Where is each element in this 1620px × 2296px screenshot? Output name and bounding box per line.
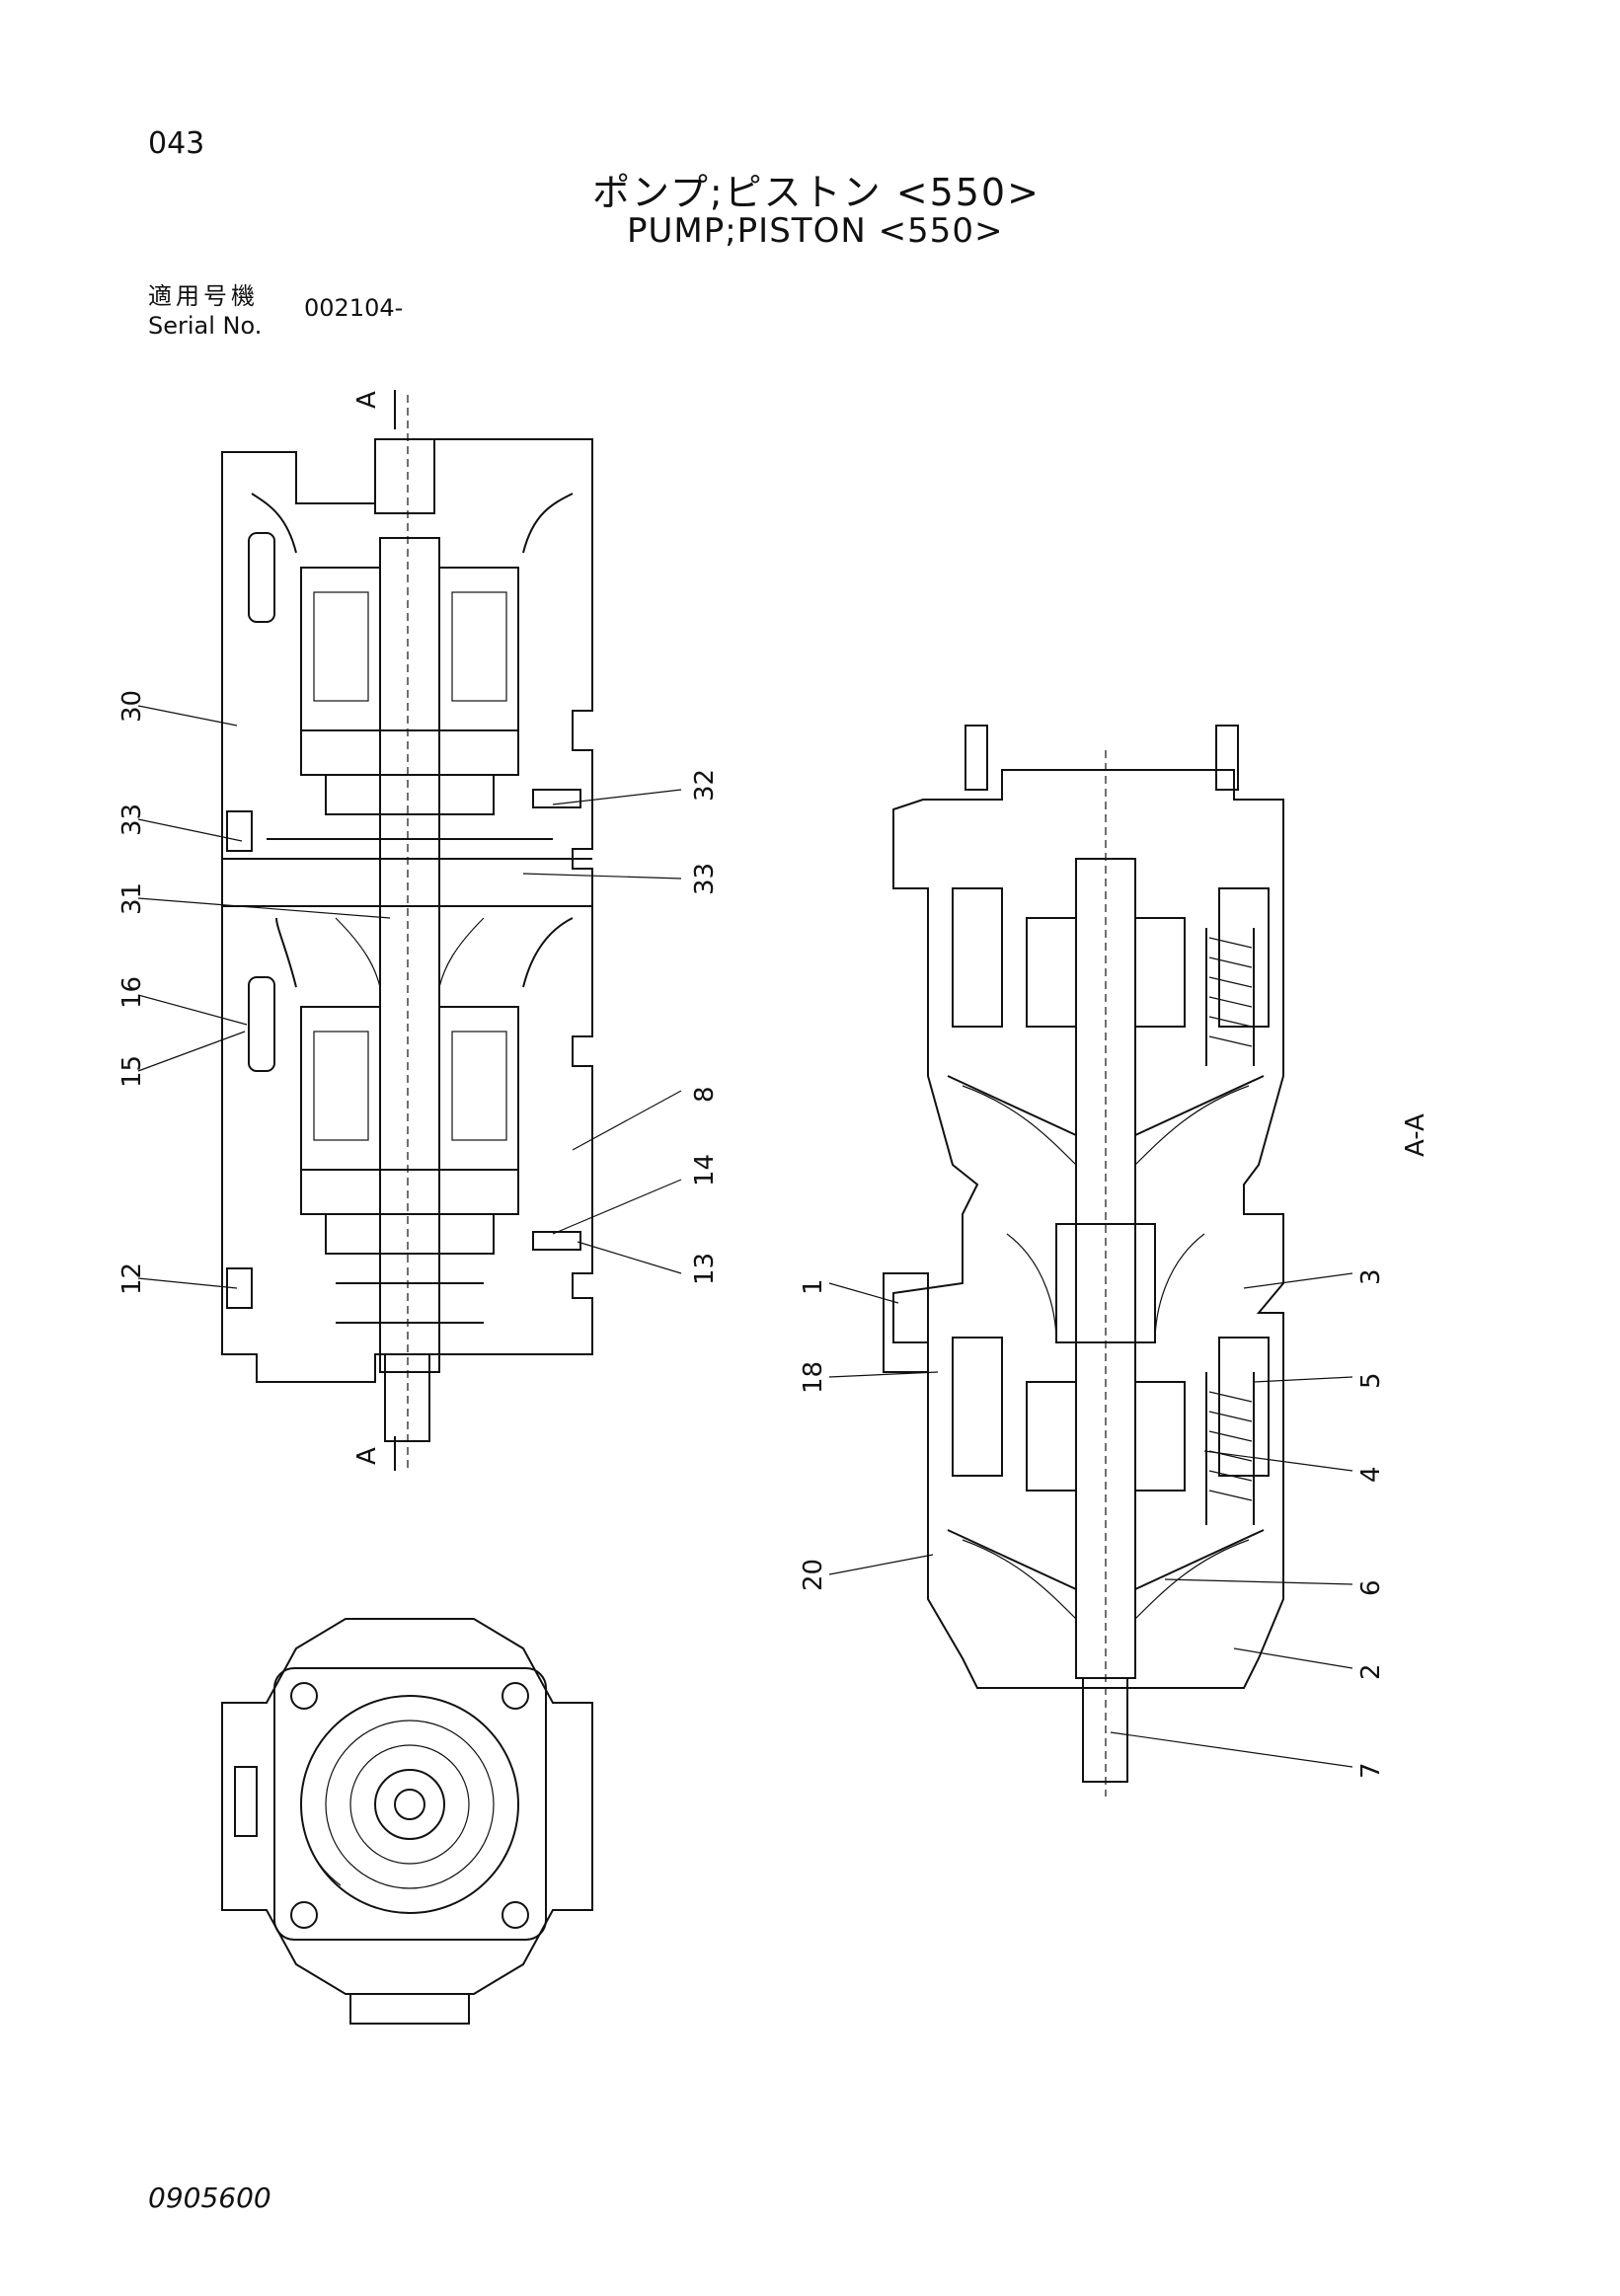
callout-15: 15 [117,1055,147,1088]
serial-number-value: 002104- [304,294,404,322]
footer-code: 0905600 [148,2181,271,2214]
callout-6: 6 [1356,1579,1386,1596]
callout-32: 32 [690,769,720,802]
callout-33-left: 33 [117,804,147,836]
callout-31: 31 [117,882,147,915]
callout-7: 7 [1356,1762,1386,1779]
callout-14: 14 [690,1154,720,1186]
callout-8: 8 [690,1086,720,1103]
callout-4: 4 [1356,1466,1386,1483]
right-leader-lines [828,1272,1353,1768]
callout-13: 13 [690,1253,720,1285]
callout-2: 2 [1356,1663,1386,1680]
callout-1: 1 [799,1278,828,1295]
section-view-label: A-A [1401,1113,1430,1157]
callout-18: 18 [799,1361,828,1394]
callout-30: 30 [117,690,147,723]
page-number: 043 [148,126,205,161]
end-view [221,1618,593,2025]
serial-label-english: Serial No. [148,312,263,340]
callout-12: 12 [117,1263,147,1295]
left-section-view [221,390,593,1471]
callout-16: 16 [117,976,147,1009]
serial-label-japanese: 適用号機 [148,282,259,310]
section-mark-bottom: A [352,1447,382,1465]
title-japanese: ポンプ;ピストン <550> [592,171,1041,214]
title-english: PUMP;PISTON <550> [627,211,1004,251]
callout-20: 20 [799,1559,828,1591]
callout-33-right: 33 [690,863,720,895]
section-a-a-view [883,725,1284,1797]
left-leader-lines [137,705,682,1289]
callout-5: 5 [1356,1372,1386,1389]
section-mark-top: A [352,391,382,409]
callout-3: 3 [1356,1268,1386,1285]
